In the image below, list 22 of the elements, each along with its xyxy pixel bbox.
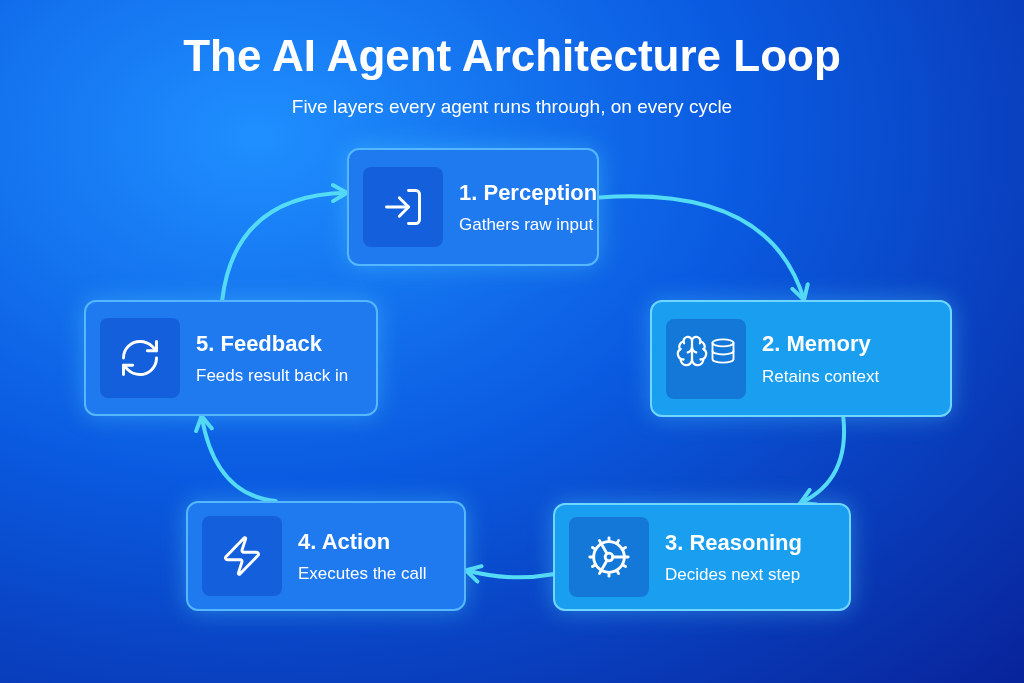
layer-description: Executes the call	[298, 563, 427, 585]
curved-arrow	[798, 415, 846, 506]
curved-arrow	[194, 414, 278, 503]
layer-card	[186, 501, 466, 611]
layer-title: 4. Action	[298, 527, 392, 556]
layer-description: Feeds result back in	[196, 365, 349, 387]
layer-card	[347, 148, 599, 266]
layer-description: Decides next step	[665, 564, 802, 586]
layer-title: 3. Reasoning	[665, 528, 802, 557]
layer-title: 5. Feedback	[196, 329, 323, 358]
layer-card	[650, 300, 952, 417]
subtitle: Five layers every agent runs through, on every cycle	[291, 95, 733, 119]
curved-arrow	[464, 563, 555, 584]
layer-card	[553, 503, 851, 611]
curved-arrow	[597, 194, 809, 302]
layer-title: 1. Perception	[459, 178, 598, 207]
curved-arrow	[220, 183, 349, 302]
layer-description: Retains context	[762, 365, 880, 387]
title: The AI Agent Architecture Loop	[183, 30, 841, 82]
layer-description: Gathers raw input	[459, 214, 595, 236]
layer-title: 2. Memory	[762, 330, 872, 358]
layer-card	[84, 300, 378, 416]
